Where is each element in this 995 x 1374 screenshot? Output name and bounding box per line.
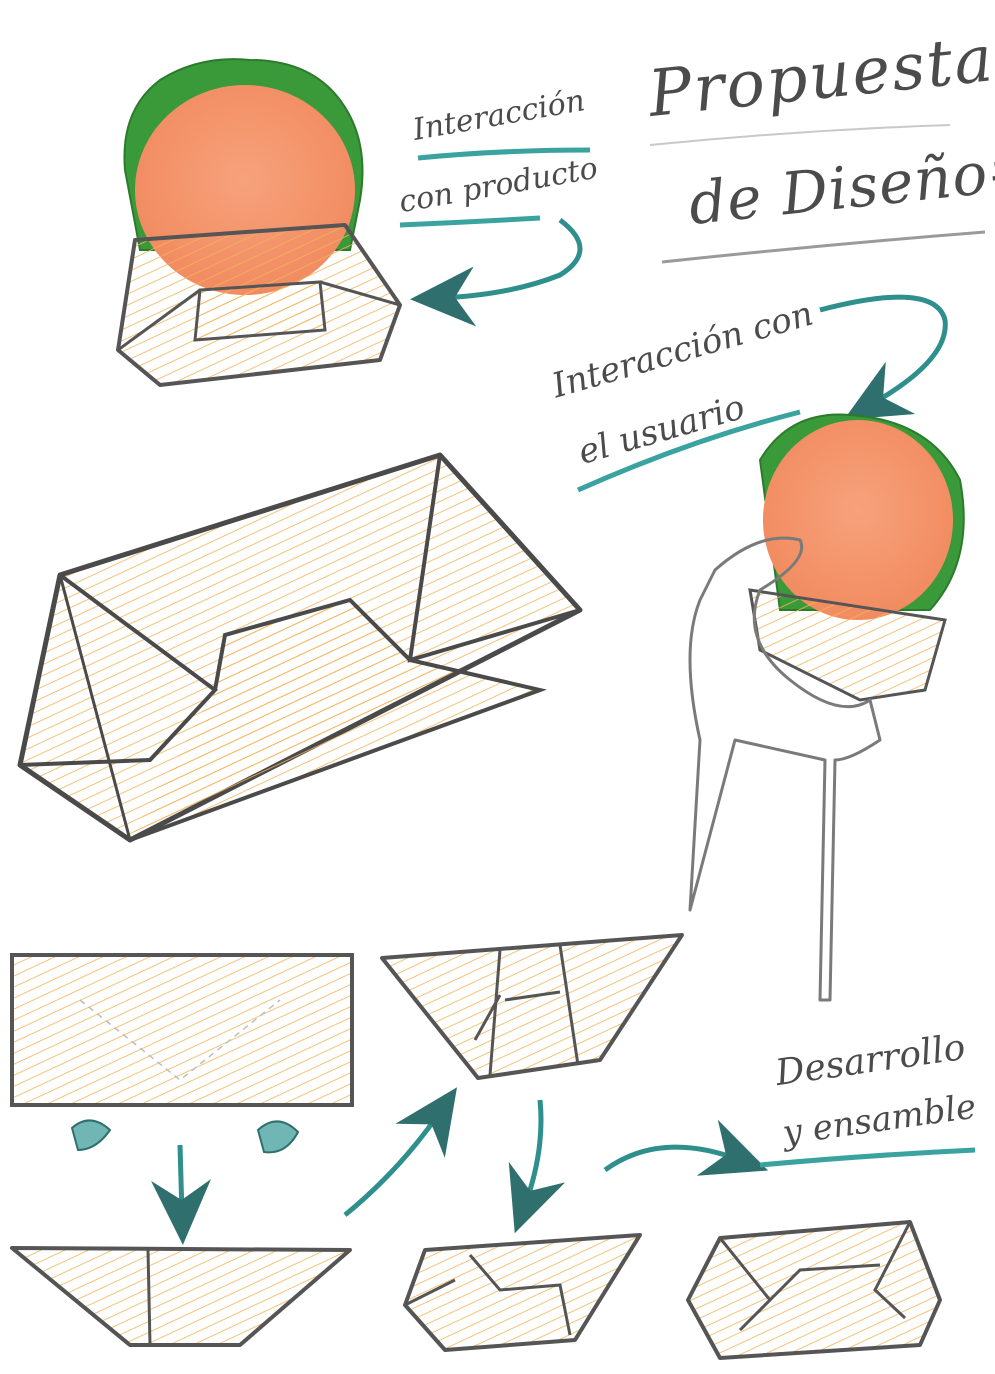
title-underline-1 xyxy=(650,125,950,145)
arrow-down-1 xyxy=(180,1145,182,1215)
hand-with-burger xyxy=(690,415,964,1000)
step-flat-sheet xyxy=(12,955,352,1105)
arrow-right-1 xyxy=(605,1147,740,1170)
step-finished-box xyxy=(688,1222,940,1358)
rotate-arrow-left-icon xyxy=(72,1120,110,1150)
step-folding-box xyxy=(405,1235,640,1350)
underline-product-2 xyxy=(400,218,540,225)
burger-in-box xyxy=(118,59,400,385)
bun-2 xyxy=(763,420,953,620)
arrow-to-product xyxy=(440,220,580,298)
large-box xyxy=(20,455,580,840)
rotate-arrow-right-icon xyxy=(258,1121,298,1152)
step-trapezoid xyxy=(382,935,682,1078)
arrow-down-2 xyxy=(525,1100,541,1205)
title-underline-2 xyxy=(662,232,985,262)
arrow-up-1 xyxy=(345,1112,440,1215)
arrow-to-hand xyxy=(820,297,945,405)
step-triangle-fold xyxy=(12,1248,350,1345)
